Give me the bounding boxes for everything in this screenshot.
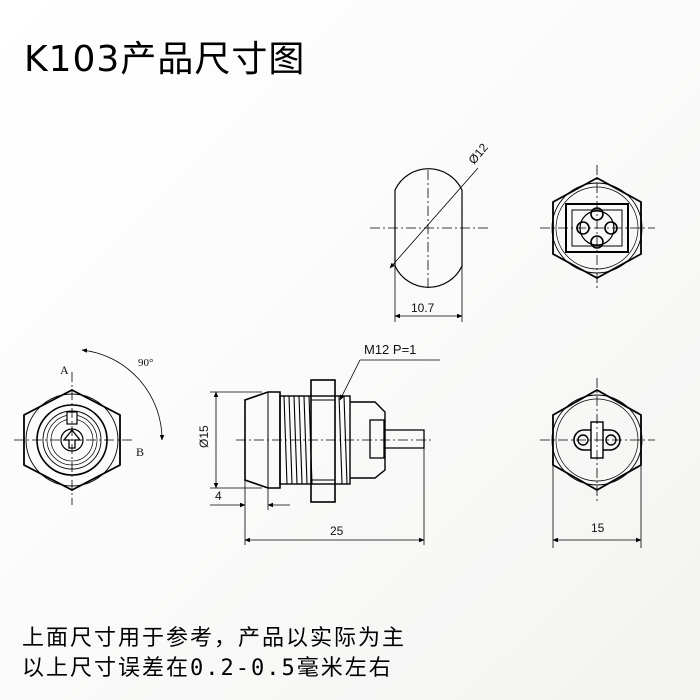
front-view-keyhole <box>14 348 165 505</box>
rear-view-pins <box>540 165 655 290</box>
rear-shaft <box>384 429 425 449</box>
thread-ridge <box>343 395 348 485</box>
thread-ridge <box>288 395 293 485</box>
angle-label: 90° <box>138 357 153 369</box>
position-b-label: B <box>136 445 144 459</box>
thread-leader <box>339 359 361 401</box>
thread-ridge <box>283 395 288 485</box>
rear-view-terminal <box>540 378 655 548</box>
side-view <box>236 379 434 503</box>
side-view-dimensions <box>210 359 440 545</box>
page-title: K103产品尺寸图 <box>24 39 306 80</box>
width-back-label: 15 <box>591 521 605 535</box>
thread-label: M12 P=1 <box>364 342 416 357</box>
thread-ridge <box>303 395 308 485</box>
diameter-side-label: Ø15 <box>197 425 211 448</box>
rear-housing <box>350 401 386 479</box>
note-reference: 上面尺寸用于参考，产品以实际为主 <box>22 626 407 651</box>
length-label: 25 <box>330 524 344 538</box>
width-top-label: 10.7 <box>411 301 435 315</box>
diameter-top-label: Ø12 <box>466 140 492 167</box>
diameter-leader <box>389 167 479 269</box>
pin-bottom <box>590 235 604 249</box>
thread-ridge <box>293 395 298 485</box>
rotation-angle-arc <box>81 348 165 441</box>
thread-lines <box>283 395 348 485</box>
flange-label: 4 <box>215 489 222 503</box>
thread-ridge <box>308 395 313 485</box>
terminal-block <box>369 419 385 459</box>
thread-ridge <box>298 395 303 485</box>
note-tolerance: 以上尺寸误差在0.2-0.5毫米左右 <box>22 656 393 681</box>
position-a-label: A <box>60 363 69 377</box>
thread-ridge <box>338 395 343 485</box>
cross-section-view <box>370 167 488 322</box>
